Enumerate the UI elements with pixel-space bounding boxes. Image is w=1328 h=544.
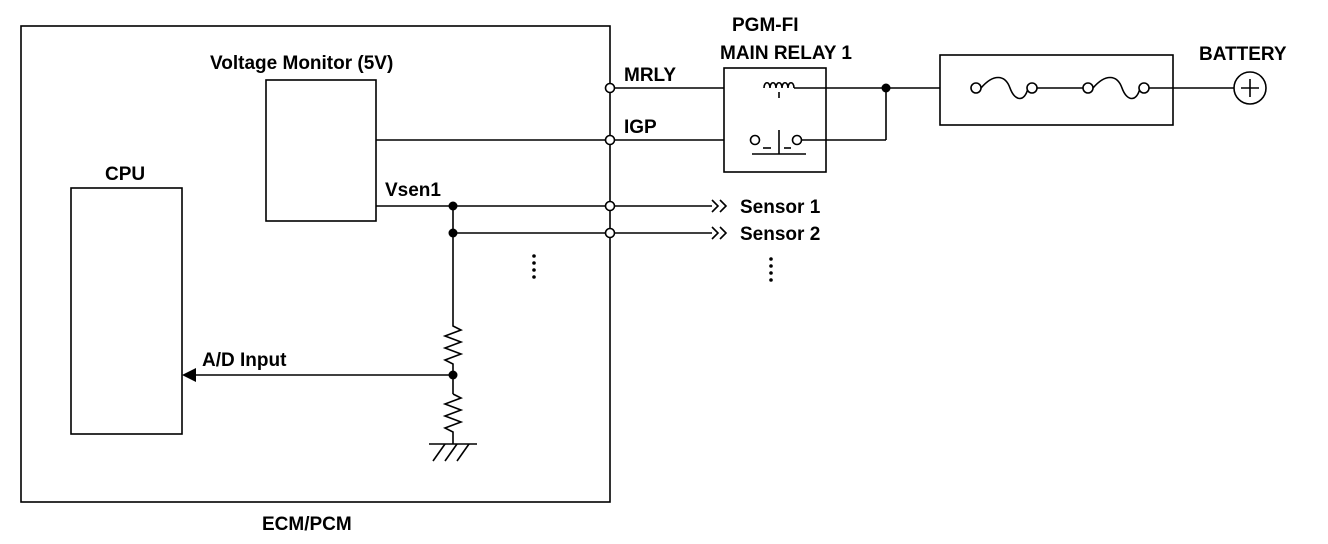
voltage-monitor-box — [265, 79, 377, 222]
igp-label: IGP — [624, 117, 657, 138]
sensor2-junction-dot — [448, 228, 458, 238]
battery-label: BATTERY — [1199, 44, 1287, 65]
ad-input-label: A/D Input — [202, 350, 287, 371]
relay-contact-right-icon — [791, 134, 803, 146]
more-channels-ellipsis-icon — [532, 254, 536, 279]
lower-resistor-icon — [442, 393, 464, 444]
sensor2-terminal-icon — [604, 227, 616, 239]
more-sensors-ellipsis-icon — [769, 257, 773, 282]
battery-positive-icon — [1233, 71, 1267, 105]
mrly-label: MRLY — [624, 65, 676, 86]
vsen1-junction-dot — [448, 201, 458, 211]
supply-junction-dot — [881, 83, 891, 93]
ground-icon — [429, 443, 477, 462]
sensor1-terminal-icon — [604, 200, 616, 212]
relay-label-line1: PGM-FI — [732, 15, 799, 36]
sensor2-label: Sensor 2 — [740, 224, 820, 245]
voltage-monitor-label: Voltage Monitor (5V) — [210, 53, 393, 74]
cpu-box — [70, 187, 183, 435]
sensor1-connector-icon — [711, 199, 728, 213]
sensor1-label: Sensor 1 — [740, 197, 821, 218]
relay-coil-icon — [763, 81, 795, 89]
fuse-2-icon — [1082, 76, 1150, 100]
igp-terminal-icon — [604, 134, 616, 146]
vsen1-label: Vsen1 — [385, 180, 441, 201]
mrly-terminal-icon — [604, 82, 616, 94]
upper-resistor-icon — [442, 322, 464, 394]
relay-label-line2: MAIN RELAY 1 — [720, 43, 852, 64]
relay-contact-left-icon — [749, 134, 761, 146]
cpu-label: CPU — [105, 164, 145, 185]
sensor2-connector-icon — [711, 226, 728, 240]
ad-input-arrow-icon — [182, 368, 196, 382]
ecm-pcm-label: ECM/PCM — [262, 514, 352, 535]
